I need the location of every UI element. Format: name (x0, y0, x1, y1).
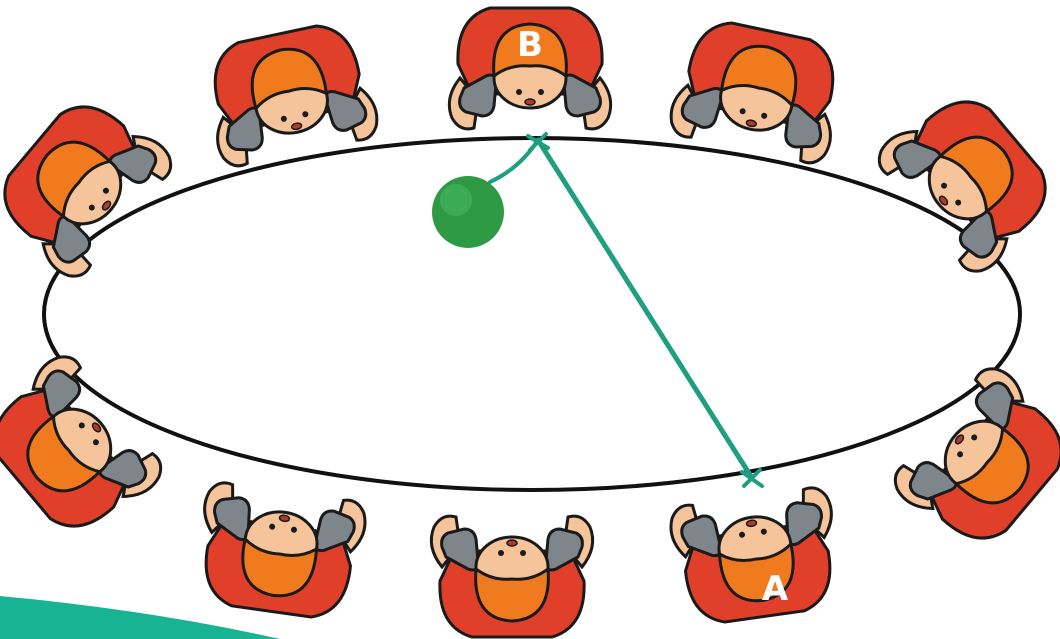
string-b-to-a (538, 140, 752, 478)
child-bottom-middle (431, 516, 592, 637)
yarn-ball (432, 176, 504, 248)
child-right-upper (871, 78, 1060, 279)
label-a: A (762, 569, 789, 609)
child-bottom-left-1 (191, 480, 368, 622)
child-top-right-1 (667, 15, 850, 167)
string-tail (490, 140, 538, 182)
yarn-ball-highlight (440, 184, 472, 216)
child-top-left-1 (198, 18, 381, 170)
child-left-upper (0, 83, 179, 284)
label-b: B (517, 25, 543, 65)
circle-outline (44, 138, 1020, 490)
child-left-lower (0, 348, 169, 549)
child-top-b: B (449, 8, 610, 129)
child-bottom-a (668, 485, 845, 627)
